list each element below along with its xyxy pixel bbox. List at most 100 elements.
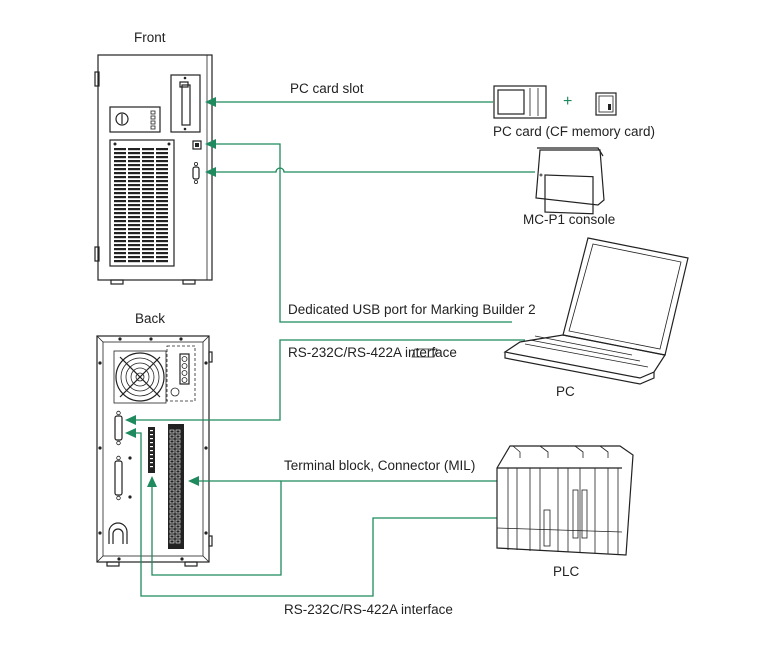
vent-slot — [156, 152, 168, 155]
terminal-pin — [169, 429, 175, 434]
plc-label: PLC — [553, 564, 580, 579]
vent-slot — [128, 228, 140, 231]
vent-slot — [128, 220, 140, 223]
vent-slot — [114, 204, 126, 207]
vent-slot — [156, 176, 168, 179]
vent-slot — [128, 244, 140, 247]
terminal-pin — [175, 484, 181, 489]
terminal-pin — [175, 429, 181, 434]
vent-slot — [128, 200, 140, 203]
terminal-pin — [175, 534, 181, 539]
terminal-pin — [169, 484, 175, 489]
wire-rs232-pc — [136, 339, 525, 421]
terminal-pin — [175, 504, 181, 509]
vent-slot — [142, 208, 154, 211]
pc-card-icon — [493, 85, 547, 119]
plc-icon — [496, 445, 634, 556]
vent-slot — [156, 188, 168, 191]
pc-card-slot-label: PC card slot — [290, 81, 364, 96]
vent-slot — [142, 160, 154, 163]
vent-slot — [128, 188, 140, 191]
vent-slot — [142, 172, 154, 175]
vent-slot — [114, 256, 126, 259]
vent-slot — [128, 184, 140, 187]
vent-slot — [128, 160, 140, 163]
vent-slot — [114, 200, 126, 203]
vent-slot — [128, 192, 140, 195]
vent-slot — [156, 212, 168, 215]
terminal-pin — [175, 479, 181, 484]
mil-pin — [150, 430, 153, 432]
mil-pin — [150, 454, 153, 456]
terminal-pin — [169, 534, 175, 539]
vent-slot — [114, 148, 126, 151]
back-view-label: Back — [135, 311, 166, 326]
vent-slot — [128, 176, 140, 179]
terminal-pin — [175, 464, 181, 469]
mil-pin — [150, 442, 153, 444]
terminal-pin — [169, 459, 175, 464]
terminal-pin — [169, 464, 175, 469]
terminal-pin — [169, 504, 175, 509]
arrow-mil — [147, 476, 157, 487]
arrow-terminal-block — [188, 476, 199, 486]
vent-slot — [142, 248, 154, 251]
vent-slot — [142, 256, 154, 259]
terminal-pin — [169, 444, 175, 449]
vent-slot — [114, 156, 126, 159]
vent-slot — [114, 220, 126, 223]
vent-slot — [114, 236, 126, 239]
mil-pin — [150, 434, 153, 436]
vent-slot — [142, 244, 154, 247]
vent-slot — [114, 152, 126, 155]
vent-slot — [128, 248, 140, 251]
vent-slot — [142, 252, 154, 255]
front-view-label: Front — [134, 30, 166, 45]
arrow-rs232-pc — [125, 415, 136, 425]
vent-slot — [128, 216, 140, 219]
terminal-pin — [175, 474, 181, 479]
vent-slot — [114, 184, 126, 187]
controller-back-view — [96, 335, 213, 567]
vent-slot — [128, 212, 140, 215]
mil-pin — [150, 438, 153, 440]
terminal-pin — [169, 439, 175, 444]
vent-slot — [114, 172, 126, 175]
vent-slot — [114, 252, 126, 255]
terminal-pin — [175, 509, 181, 514]
vent-slot — [142, 184, 154, 187]
vent-slot — [114, 248, 126, 251]
vent-slot — [156, 200, 168, 203]
vent-slot — [128, 196, 140, 199]
terminal-pin — [175, 469, 181, 474]
vent-slot — [114, 244, 126, 247]
vent-slot — [156, 148, 168, 151]
vent-slot — [142, 216, 154, 219]
vent-slot — [114, 260, 126, 263]
vent-slot — [142, 168, 154, 171]
vent-slot — [114, 216, 126, 219]
vent-slot — [142, 200, 154, 203]
vent-slot — [156, 156, 168, 159]
terminal-pin — [169, 434, 175, 439]
console-port — [192, 166, 200, 180]
mil-pin — [150, 466, 153, 468]
vent-slot — [114, 212, 126, 215]
terminal-pin — [169, 449, 175, 454]
wire-mil — [151, 480, 497, 576]
vent-slot — [142, 228, 154, 231]
plus-sign: + — [563, 93, 573, 110]
vent-slot — [128, 172, 140, 175]
terminal-pin — [169, 519, 175, 524]
vent-slot — [114, 240, 126, 243]
vent-slot — [142, 240, 154, 243]
vent-slot — [156, 256, 168, 259]
vent-slot — [114, 224, 126, 227]
wire-rs232-plc — [136, 432, 497, 597]
terminal-pin — [169, 489, 175, 494]
vent-slot — [156, 240, 168, 243]
vent-slot — [128, 232, 140, 235]
terminal-pin — [175, 529, 181, 534]
terminal-pin — [169, 499, 175, 504]
